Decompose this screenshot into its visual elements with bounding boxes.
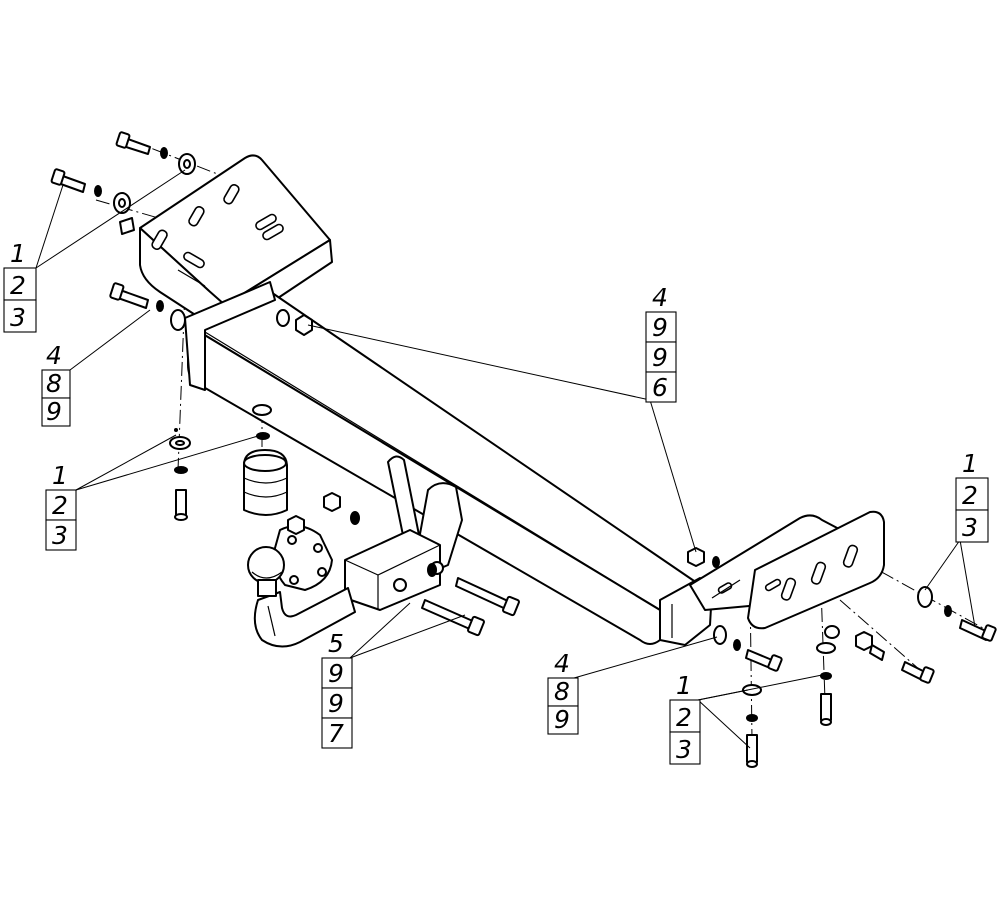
ball-neck-tube: [253, 587, 356, 648]
fastener-center-nut: [276, 309, 313, 336]
callout-number: 4: [554, 649, 570, 678]
ball-flange-plate: [273, 525, 333, 591]
callout-lower-right-bracket-bolts: 1 2 3: [669, 671, 701, 765]
callout-number: 9: [652, 343, 668, 372]
callout-number: 3: [10, 303, 26, 332]
callout-number: 1: [52, 461, 68, 490]
callout-number: 5: [328, 629, 344, 658]
callout-number: 4: [46, 341, 62, 370]
ball-mount-bracket: [344, 455, 463, 611]
callout-number: 9: [328, 689, 344, 718]
callout-number: 4: [652, 283, 668, 312]
fastener-lower-mid-stack: [252, 404, 272, 440]
callout-upper-left-crossbar-bolt: 4 8 9: [41, 341, 71, 427]
fastener-right-center-nut: [687, 547, 720, 568]
fastener-upper-left-crossbar-bolt: [109, 282, 186, 331]
fastener-right-lower-bolt: [824, 625, 935, 684]
callout-lower-right-crossbar-bolt: 4 8 9: [547, 649, 579, 735]
callout-number: 3: [962, 513, 978, 542]
callout-number: 2: [676, 703, 692, 732]
fastener-lower-right-stack-a: [742, 684, 762, 768]
callout-number: 9: [652, 313, 668, 342]
callout-number: 1: [962, 449, 978, 478]
callout-number: 1: [10, 239, 26, 268]
fastener-lower-right-stack-b: [816, 642, 836, 726]
fastener-lower-right-crossbar-bolt: [713, 625, 783, 672]
callout-number: 6: [652, 373, 668, 402]
callout-number: 2: [962, 481, 978, 510]
right-mounting-bracket: [689, 510, 885, 630]
callout-number: 3: [52, 521, 68, 550]
callout-number: 3: [676, 735, 692, 764]
callout-number: 9: [554, 705, 570, 734]
callout-number: 8: [554, 677, 570, 706]
fastener-ball-mount-nuts: [287, 492, 520, 637]
callout-ball-mount-bolts: 5 9 9 7: [321, 629, 353, 749]
fastener-right-side-bolt: [917, 586, 997, 642]
callout-number: 9: [46, 397, 62, 426]
fastener-upper-left-bolt-1: [115, 131, 196, 175]
callout-number: 2: [52, 491, 68, 520]
callout-upper-left-bracket-bolts: 1 2 3: [3, 239, 37, 333]
callout-right-bracket-side-bolts: 1 2 3: [955, 449, 989, 543]
callout-number: 9: [328, 659, 344, 688]
callout-number: 2: [10, 271, 26, 300]
callout-center-crossbar-bolt: 4 9 9 6: [645, 283, 677, 403]
callout-number: 8: [46, 369, 62, 398]
leader-lines: [35, 169, 976, 749]
callout-lower-left-bracket-bolts: 1 2 3: [45, 461, 77, 551]
tow-ball-cover: [243, 449, 288, 516]
fastener-upper-left-bolt-2: [50, 168, 135, 235]
callout-number: 7: [328, 719, 344, 748]
tow-ball: [247, 546, 285, 597]
callout-number: 1: [676, 671, 692, 700]
fastener-lower-left-stack: [169, 428, 191, 521]
